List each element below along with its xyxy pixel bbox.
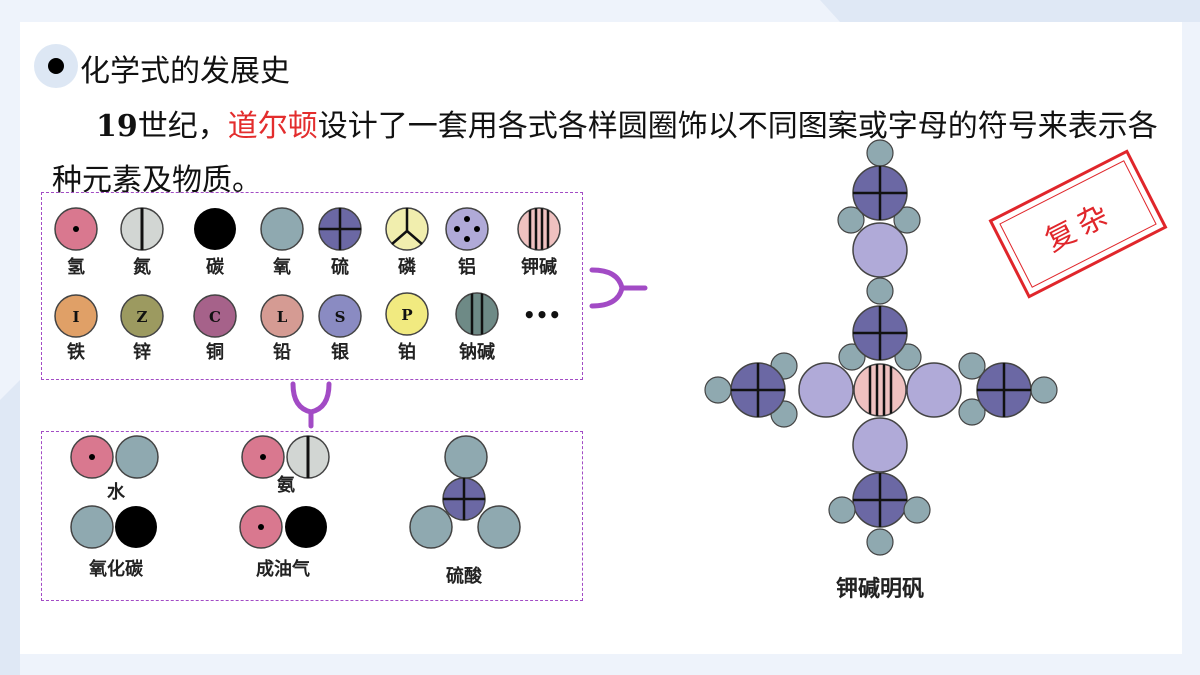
label-oxygen: 氧 bbox=[272, 256, 291, 278]
aluminum-symbol bbox=[445, 207, 489, 251]
silver-symbol: S bbox=[318, 294, 362, 338]
zinc-letter: Z bbox=[137, 308, 148, 326]
sulfuric-acid-compound bbox=[409, 435, 521, 549]
label-carbon-oxide: 氧化碳 bbox=[88, 558, 144, 580]
zinc-symbol: Z bbox=[120, 294, 164, 338]
oxygen-symbol bbox=[260, 207, 304, 251]
copper-symbol: C bbox=[193, 294, 237, 338]
label-ammonia: 氨 bbox=[277, 474, 295, 496]
iron-letter: I bbox=[72, 308, 79, 326]
label-nitrogen: 氮 bbox=[133, 256, 151, 278]
label-hydrogen: 氢 bbox=[67, 256, 85, 278]
ammonia-compound bbox=[241, 435, 330, 479]
label-potash-alum: 钾碱明矾 bbox=[836, 576, 924, 602]
element-symbols-panel bbox=[41, 192, 583, 380]
slide-title: 化学式的发展史 bbox=[80, 54, 290, 89]
sulfur-symbol bbox=[318, 207, 362, 251]
platinum-symbol: P bbox=[385, 292, 429, 336]
soda-symbol bbox=[455, 292, 499, 336]
platinum-letter: P bbox=[401, 306, 412, 324]
label-olefiant-gas: 成油气 bbox=[256, 558, 310, 580]
phosphorus-symbol bbox=[385, 207, 429, 251]
hydrogen-symbol bbox=[54, 207, 98, 251]
scientist-name: 道尔顿 bbox=[227, 109, 318, 144]
carbon-symbol bbox=[194, 208, 236, 250]
label-sulfur: 硫 bbox=[331, 256, 349, 278]
label-phosphorus: 磷 bbox=[398, 256, 417, 278]
ellipsis-more: ••• bbox=[523, 303, 561, 327]
compound-symbols-panel bbox=[41, 431, 583, 601]
nitrogen-symbol bbox=[120, 207, 164, 251]
para-text-1: 世纪， bbox=[137, 109, 228, 144]
lead-symbol: L bbox=[260, 294, 304, 338]
down-arrow-icon bbox=[290, 381, 332, 429]
label-soda: 钠碱 bbox=[459, 341, 495, 363]
copper-letter: C bbox=[209, 308, 221, 326]
iron-symbol: I bbox=[54, 294, 98, 338]
label-silver: 银 bbox=[331, 341, 350, 363]
right-arrow-icon bbox=[589, 267, 648, 309]
lead-letter: L bbox=[277, 308, 288, 326]
silver-letter: S bbox=[335, 308, 346, 326]
olefiant-gas-compound bbox=[239, 505, 327, 549]
carbon-oxide-compound bbox=[70, 505, 157, 549]
label-platinum: 铂 bbox=[398, 341, 416, 363]
potash-alum-molecule bbox=[704, 139, 1058, 556]
label-carbon: 碳 bbox=[206, 256, 225, 278]
label-water: 水 bbox=[107, 481, 126, 503]
label-lead: 铅 bbox=[273, 341, 291, 363]
potash-symbol bbox=[517, 207, 561, 251]
label-sulfuric-acid: 硫酸 bbox=[446, 565, 483, 587]
year-number: 19 bbox=[96, 109, 138, 144]
slide-card bbox=[20, 22, 1182, 654]
label-potash: 钾碱 bbox=[521, 256, 557, 278]
bullet-dot-icon bbox=[48, 58, 64, 74]
label-aluminum: 铝 bbox=[458, 256, 476, 278]
label-iron: 铁 bbox=[67, 341, 85, 363]
label-copper: 铜 bbox=[206, 341, 224, 363]
label-zinc: 锌 bbox=[133, 341, 151, 363]
water-compound bbox=[70, 435, 159, 479]
